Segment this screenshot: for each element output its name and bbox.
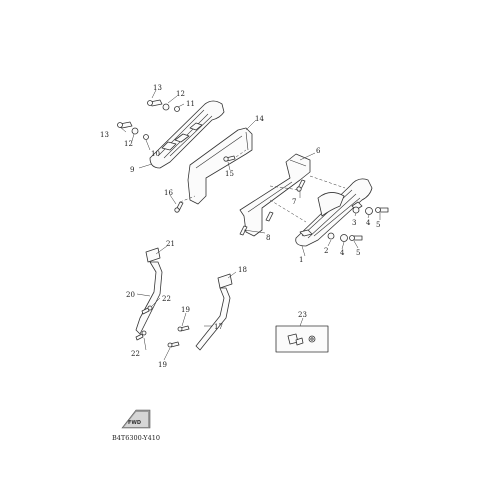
- callout-6: 6: [316, 147, 321, 155]
- front-direction-badge: FWD: [121, 409, 151, 429]
- callout-1: 1: [299, 256, 303, 264]
- cover-18: [217, 273, 233, 289]
- right-footrest-assembly: [239, 153, 389, 247]
- lower-right-bracket: [167, 273, 233, 351]
- bolt-13-upper: [147, 99, 163, 107]
- callout-20: 20: [126, 291, 135, 299]
- callout-22: 22: [131, 350, 140, 358]
- callout-10: 10: [151, 150, 160, 158]
- left-footrest-assembly: [117, 99, 253, 213]
- collar-2: [327, 232, 335, 240]
- callout-13: 13: [100, 131, 109, 139]
- footrest-bracket-left: [149, 100, 225, 169]
- callout-22: 22: [162, 295, 171, 303]
- washer-4-lower: [340, 234, 348, 242]
- callout-4: 4: [366, 219, 371, 227]
- callout-4: 4: [340, 249, 345, 257]
- callout-23: 23: [298, 311, 307, 319]
- washer-4-upper: [365, 207, 373, 215]
- footrest-bracket-right: [295, 178, 373, 247]
- callout-3: 3: [352, 219, 356, 227]
- clip-set-23: [275, 325, 329, 353]
- callout-16: 16: [164, 189, 173, 197]
- callout-5: 5: [356, 249, 360, 257]
- callout-19: 19: [158, 361, 167, 369]
- bolt-15: [223, 155, 236, 162]
- callout-15: 15: [225, 170, 234, 178]
- bracket-20: [135, 261, 163, 335]
- bolt-7: [296, 179, 306, 192]
- front-direction-label: FWD: [128, 420, 141, 426]
- bolt-16: [174, 201, 184, 213]
- bracket-17: [195, 287, 231, 351]
- cover-21: [145, 247, 161, 263]
- heel-guard-plate-right: [239, 153, 311, 237]
- bolt-19-upper: [177, 325, 190, 332]
- collar-11: [174, 106, 180, 112]
- callout-19: 19: [181, 306, 190, 314]
- callout-12: 12: [124, 140, 133, 148]
- bolt-22-lower: [135, 330, 147, 341]
- callout-2: 2: [324, 247, 328, 255]
- callout-13: 13: [153, 84, 162, 92]
- collar-10: [143, 134, 149, 140]
- callout-11: 11: [186, 100, 195, 108]
- callout-21: 21: [166, 240, 175, 248]
- callout-18: 18: [238, 266, 247, 274]
- bolt-5-upper: [375, 207, 389, 213]
- callout-8: 8: [266, 234, 270, 242]
- collar-3: [352, 206, 360, 214]
- drawing-code: B4T6300-Y410: [112, 434, 160, 442]
- callout-14: 14: [255, 115, 264, 123]
- callout-7: 7: [292, 198, 296, 206]
- callout-12: 12: [176, 90, 185, 98]
- heel-guard-plate: [187, 127, 253, 205]
- bolt-22-upper: [141, 305, 153, 315]
- bolt-8: [239, 211, 274, 236]
- washer-12-upper: [162, 103, 170, 111]
- callout-9: 9: [130, 166, 134, 174]
- leader-lines: [119, 89, 381, 361]
- bolt-5-lower: [349, 235, 363, 241]
- callout-17: 17: [214, 323, 223, 331]
- bolt-13-lower: [117, 121, 133, 129]
- callout-5: 5: [376, 221, 380, 229]
- lower-left-bracket: [135, 247, 163, 341]
- callout-labels: 1 2 3 4 4 5 5 6 7 8 9 10 11 12 12 13 13 …: [100, 84, 380, 369]
- washer-12-lower: [131, 127, 139, 135]
- bolt-19-lower: [167, 341, 180, 348]
